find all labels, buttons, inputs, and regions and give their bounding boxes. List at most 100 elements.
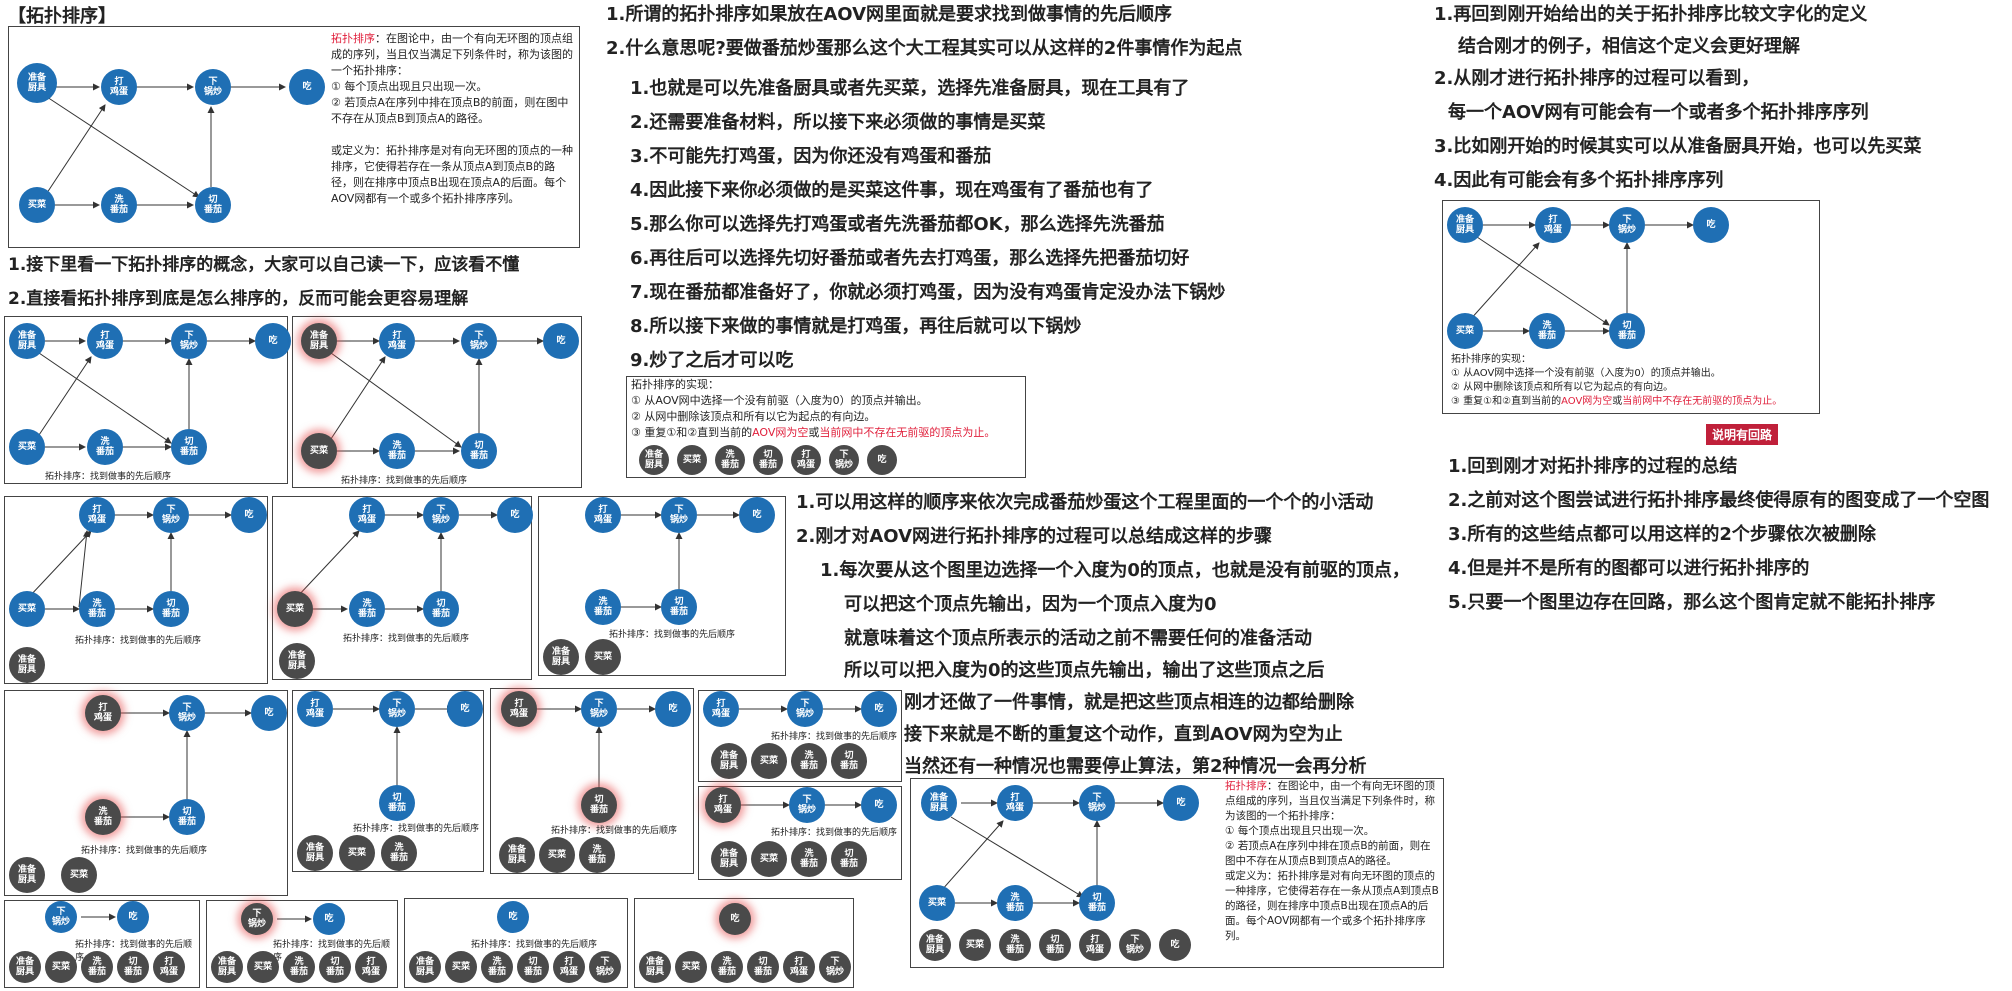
node-cut-removed: 切 番茄 xyxy=(831,841,867,877)
node-eat: 吃 xyxy=(117,901,149,933)
node-prep: 准备 厨具 xyxy=(301,323,337,359)
definition-panel-2: 准备 厨具 打 鸡蛋 下 锅炒 吃 买菜 洗 番茄 切 番茄 准备 厨具 买菜 … xyxy=(910,778,1444,968)
node-eat-removed: 吃 xyxy=(867,445,897,475)
node-buy-removed: 买菜 xyxy=(959,929,991,961)
impl-graph-panel: 准备 厨具 打 鸡蛋 下 锅炒 吃 买菜 洗 番茄 切 番茄 拓扑排序的实现： … xyxy=(1442,200,1820,414)
node-cut: 切 番茄 xyxy=(153,591,189,627)
definition-panel: 准备 厨具 打 鸡蛋 下 锅炒 吃 买菜 洗 番茄 切 番茄 拓扑排序：在图论中… xyxy=(8,26,580,248)
node-egg-removed: 打 鸡蛋 xyxy=(791,445,821,475)
node-pot: 下 锅炒 xyxy=(169,695,205,731)
step-graph-14: 吃 准备 厨具 买菜 洗 番茄 切 番茄 打 鸡蛋 下 锅炒 xyxy=(634,898,854,988)
node-prep-removed: 准备 厨具 xyxy=(639,445,669,475)
node-eat: 吃 xyxy=(255,323,291,359)
node-wash: 洗 番茄 xyxy=(585,589,621,625)
node-cut-removed: 切 番茄 xyxy=(1039,929,1071,961)
node-wash-removed: 洗 番茄 xyxy=(999,929,1031,961)
node-buy: 买菜 xyxy=(919,885,955,921)
node-cut: 切 番茄 xyxy=(1609,313,1645,349)
col2-item-1: 1.也就是可以先准备厨具或者先买菜，选择先准备厨具，现在工具有了 xyxy=(630,78,1190,99)
node-wash: 洗 番茄 xyxy=(997,885,1033,921)
impl-step-3: ③ 重复①和②直到当前的AOV网为空或当前网中不存在无前驱的顶点为止。 xyxy=(631,426,996,439)
left-note-2: 2.直接看拓扑排序到底是怎么排序的，反而可能会更容易理解 xyxy=(8,289,469,309)
col4-top-5: 3.比如刚开始的时候其实可以从准备厨具开始，也可以先买菜 xyxy=(1434,136,1922,157)
node-egg: 打 鸡蛋 xyxy=(703,691,739,727)
node-wash-removed: 洗 番茄 xyxy=(711,951,743,983)
node-pot-removed: 下 锅炒 xyxy=(589,951,621,983)
node-eat: 吃 xyxy=(655,691,691,727)
impl-step-2-2: ② 从网中删除该顶点和所有以它为起点的有向边。 xyxy=(1451,382,1674,393)
step-graph-2: 准备 厨具 打 鸡蛋 下 锅炒 吃 买菜 洗 番茄 切 番茄 拓扑排序：找到做事… xyxy=(292,316,582,488)
node-pot: 下 锅炒 xyxy=(581,691,617,727)
node-eat: 吃 xyxy=(739,497,775,533)
graph-caption: 拓扑排序：找到做事的先后顺序 xyxy=(609,630,736,640)
node-egg: 打 鸡蛋 xyxy=(585,497,621,533)
node-cut: 切 番茄 xyxy=(171,429,207,465)
col4-top-3: 2.从刚才进行拓扑排序的过程可以看到， xyxy=(1434,68,1760,89)
col4-bottom-5: 5.只要一个图里边存在回路，那么这个图肯定就不能拓扑排序 xyxy=(1448,592,1936,613)
col4-bottom-1: 1.回到刚才对拓扑排序的过程的总结 xyxy=(1448,456,1738,477)
node-pot-removed: 下 锅炒 xyxy=(829,445,859,475)
node-prep-removed: 准备 厨具 xyxy=(297,835,333,871)
graph-caption: 拓扑排序：找到做事的先后顺序 xyxy=(81,846,208,856)
node-buy: 买菜 xyxy=(277,591,313,627)
node-prep-removed: 准备 厨具 xyxy=(9,951,41,983)
node-pot: 下 锅炒 xyxy=(787,691,823,727)
node-wash-removed: 洗 番茄 xyxy=(715,445,745,475)
node-buy-removed: 买菜 xyxy=(247,951,279,983)
definition-text-2: 拓扑排序：在图论中，由一个有向无环图的顶点组成的序列，当且仅当满足下列条件时，称… xyxy=(1225,780,1439,942)
node-wash: 洗 番茄 xyxy=(1529,313,1565,349)
node-buy-removed: 买菜 xyxy=(585,639,621,675)
node-egg: 打 鸡蛋 xyxy=(1535,207,1571,243)
node-wash: 洗 番茄 xyxy=(379,433,415,469)
node-wash: 洗 番茄 xyxy=(85,799,121,835)
col2-item-3: 3.不可能先打鸡蛋，因为你还没有鸡蛋和番茄 xyxy=(630,146,992,167)
node-eat: 吃 xyxy=(231,497,267,533)
graph-caption: 拓扑排序：找到做事的先后顺序 xyxy=(343,634,470,644)
col3-item-8: 接下来就是不断的重复这个动作，直到AOV网为空为止 xyxy=(904,724,1343,745)
node-eat: 吃 xyxy=(289,69,325,105)
node-prep-removed: 准备 厨具 xyxy=(211,951,243,983)
node-egg: 打 鸡蛋 xyxy=(997,785,1033,821)
node-eat: 吃 xyxy=(861,691,897,727)
node-cut: 切 番茄 xyxy=(169,799,205,835)
node-prep: 准备 厨具 xyxy=(17,63,57,103)
node-buy-removed: 买菜 xyxy=(751,743,787,779)
graph-caption: 拓扑排序：找到做事的先后顺序 xyxy=(75,940,193,963)
graph-caption: 拓扑排序：找到做事的先后顺序 xyxy=(45,472,172,482)
node-egg: 打 鸡蛋 xyxy=(87,323,123,359)
node-egg: 打 鸡蛋 xyxy=(101,69,137,105)
node-egg-removed: 打 鸡蛋 xyxy=(153,951,185,983)
definition-text: 拓扑排序：在图论中，由一个有向无环图的顶点组成的序列，当且仅当满足下列条件时，称… xyxy=(331,32,573,205)
node-egg: 打 鸡蛋 xyxy=(297,691,333,727)
node-pot: 下 锅炒 xyxy=(1609,207,1645,243)
node-wash: 洗 番茄 xyxy=(87,429,123,465)
node-egg: 打 鸡蛋 xyxy=(79,497,115,533)
node-eat: 吃 xyxy=(447,691,483,727)
node-prep-removed: 准备 厨具 xyxy=(711,841,747,877)
col2-item-9: 9.炒了之后才可以吃 xyxy=(630,350,794,371)
graph-edges xyxy=(38,83,286,209)
node-wash: 洗 番茄 xyxy=(101,187,137,223)
node-cut-removed: 切 番茄 xyxy=(831,743,867,779)
col2-item-6: 6.再往后可以选择先切好番茄或者先去打鸡蛋，那么选择先把番茄切好 xyxy=(630,248,1190,269)
col4-bottom-4: 4.但是并不是所有的图都可以进行拓扑排序的 xyxy=(1448,558,1810,579)
node-pot-removed: 下 锅炒 xyxy=(819,951,851,983)
impl-step-2: ② 从网中删除该顶点和所有以它为起点的有向边。 xyxy=(631,410,876,423)
step-graph-13: 吃 拓扑排序：找到做事的先后顺序 准备 厨具 买菜 洗 番茄 切 番茄 打 鸡蛋… xyxy=(404,898,628,988)
node-prep-removed: 准备 厨具 xyxy=(9,647,45,683)
node-eat: 吃 xyxy=(497,497,533,533)
col4-top-4: 每一个AOV网有可能会有一个或者多个拓扑排序序列 xyxy=(1448,102,1869,123)
node-buy-removed: 买菜 xyxy=(45,951,77,983)
node-egg-removed: 打 鸡蛋 xyxy=(553,951,585,983)
graph-caption: 拓扑排序：找到做事的先后顺序 xyxy=(471,940,598,950)
node-pot: 下 锅炒 xyxy=(379,691,415,727)
col2-item-7: 7.现在番茄都准备好了，你就必须打鸡蛋，因为没有鸡蛋肯定没办法下锅炒 xyxy=(630,282,1226,303)
node-wash-removed: 洗 番茄 xyxy=(81,951,113,983)
node-buy-removed: 买菜 xyxy=(675,951,707,983)
step-graph-9: 打 鸡蛋 下 锅炒 吃 拓扑排序：找到做事的先后顺序 准备 厨具 买菜 洗 番茄… xyxy=(698,690,902,782)
node-egg-removed: 打 鸡蛋 xyxy=(355,951,387,983)
col3-item-1: 1.可以用这样的顺序来依次完成番茄炒蛋这个工程里面的一个个的小活动 xyxy=(796,492,1374,513)
node-wash: 洗 番茄 xyxy=(349,591,385,627)
step-graph-5: 打 鸡蛋 下 锅炒 吃 洗 番茄 切 番茄 拓扑排序：找到做事的先后顺序 准备 … xyxy=(538,496,786,676)
node-eat: 吃 xyxy=(251,695,287,731)
